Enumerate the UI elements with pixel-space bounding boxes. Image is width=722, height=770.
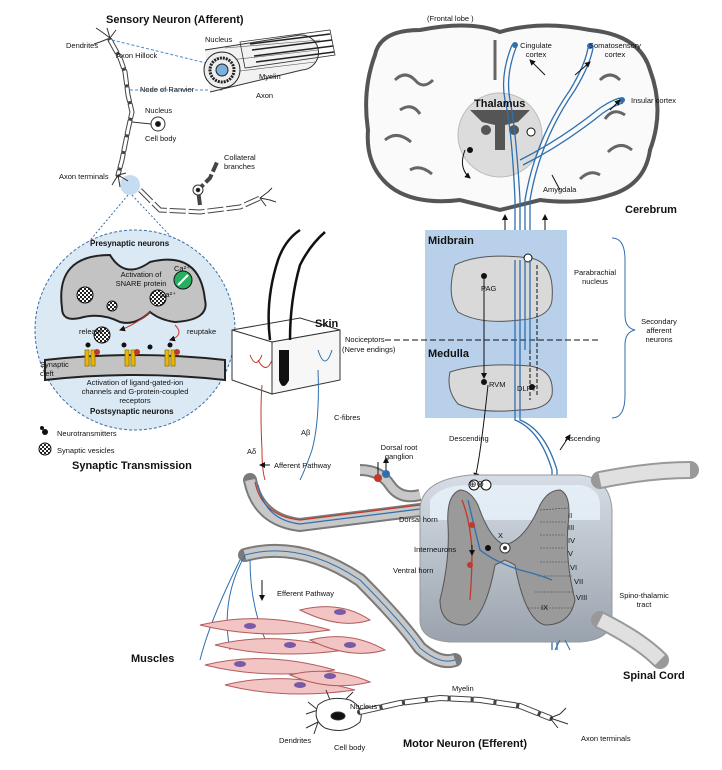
presynaptic-title: Presynaptic neurons [90,239,170,248]
motor-myelin-label: Myelin [452,684,474,693]
receptor-label-2: channels and G-protein-coupled [81,387,189,396]
brainstem-panel [385,230,636,479]
synaptic-transmission-title: Synaptic Transmission [72,460,192,472]
nucleus-zoom-label: Nucleus [205,35,233,44]
lamina-ii: II [568,511,573,520]
motor-neuron [305,689,569,735]
legend-neurotransmitters: Neurotransmitters [57,429,117,438]
lamina-iv: IV [568,536,576,545]
interneurons-label: Interneurons [414,545,457,554]
motor-axon-terminals-label: Axon terminals [581,734,631,743]
axon-terminals-label: Axon terminals [59,172,109,181]
receptor-label-1: Activation of ligand-gated-ion [86,378,184,387]
insular-label: Insular cortex [631,96,677,105]
secondary-label-1: Secondary [641,317,677,326]
rvm-label: RVM [489,380,506,389]
ascending-label: Ascending [565,434,601,443]
secondary-label-2: afferent [646,326,672,335]
c-fibres-label: C-fibres [334,413,361,422]
descending-label: Descending [449,434,489,443]
cerebrum-title: Cerebrum [625,204,677,216]
lamina-viii: VIII [576,593,588,602]
spinal-cord [419,461,699,669]
pag-label: PAG [481,284,497,293]
brain [364,23,660,260]
somatosensory-label-2: cortex [604,50,626,59]
synaptic-cleft-label-2: cleft [40,369,54,378]
myelin-zoom [203,29,336,93]
collateral-label-2: branches [224,162,255,171]
dorsal-root-ganglion [374,458,390,482]
motor-dendrites-label: Dendrites [279,736,312,745]
parabrachial-label-1: Parabrachial [573,268,617,277]
calcium-label-2: Ca²⁺ [160,290,177,299]
parabrachial-label-2: nucleus [582,277,608,286]
central-canal-x-label: X [498,531,504,540]
a-delta-label: Aδ [247,447,257,456]
nociceptors-label-2: (Nerve endings) [342,345,396,354]
collateral-label-1: Collateral [224,153,256,162]
cingulate-label-2: cortex [525,50,547,59]
lamina-vii: VII [574,577,584,586]
secondary-label-3: neurons [645,335,673,344]
release-label: release [79,327,104,336]
spinal-cord-title: Spinal Cord [623,670,685,682]
dorsal-root-label-2: ganglion [384,452,414,461]
motor-cell-body-label: Cell body [334,743,366,752]
sensory-neuron [93,27,277,215]
somatosensory-label-1: Somatosensory [588,41,642,50]
axon-hillock-label: Axon Hillock [116,51,158,60]
lamina-iii: III [568,523,575,532]
sensory-neuron-title: Sensory Neuron (Afferent) [106,14,244,26]
thalamus-title: Thalamus [474,98,526,110]
myelin-label: Myelin [259,72,281,81]
amygdala-label: Amygdala [543,185,577,194]
muscles-title: Muscles [131,653,175,665]
dlpt-label: DLPT [517,384,537,393]
cell-body-label: Cell body [145,134,177,143]
efferent-pathway-label: Efferent Pathway [277,589,334,598]
receptor-label-3: receptors [119,396,151,405]
medulla-title: Medulla [428,348,469,360]
modulation-label: ⊕⊖ [469,479,485,489]
muscle-fibers [199,606,387,695]
skin-block [231,228,341,481]
skin-title: Skin [315,318,339,330]
legend-synaptic-vesicles: Synaptic vesicles [57,446,115,455]
motor-neuron-title: Motor Neuron (Efferent) [403,738,528,750]
nociceptors-label-1: Nociceptors [345,335,385,344]
postsynaptic-title: Postsynaptic neurons [90,407,174,416]
ascending-tract [514,260,558,650]
spinothalamic-label-2: tract [636,600,652,609]
synapse-zoom [34,194,236,431]
legend-icons [38,426,52,456]
ventral-horn-label: Ventral horn [393,566,434,575]
synaptic-cleft-label-1: Synaptic [40,360,69,369]
dorsal-root-label-1: Dorsal root [380,443,418,452]
dendrites-label: Dendrites [66,41,99,50]
spinothalamic-label-1: Spino-thalamic [619,591,669,600]
dorsal-horn-label: Dorsal horn [399,515,438,524]
reuptake-label: reuptake [187,327,217,336]
nucleus-label: Nucleus [145,106,173,115]
lamina-ix: IX [541,603,549,612]
lamina-v: V [568,549,574,558]
snare-label-1: Activation of [120,270,162,279]
calcium-label-1: Ca²⁺ [174,264,191,273]
axon-label: Axon [256,91,274,100]
cingulate-label-1: Cingulate [520,41,552,50]
node-of-ranvier-label: Node of Ranvier [140,85,195,94]
snare-label-2: SNARE protein [115,279,167,288]
motor-nucleus-label: Nucleus [350,702,378,711]
ascending-arrow [559,434,571,451]
frontal-lobe-label: (Frontal lobe ) [427,14,474,23]
afferent-pathway-label: Afferent Pathway [274,461,331,470]
a-beta-label: Aβ [301,428,311,437]
midbrain-title: Midbrain [428,235,474,247]
lamina-vi: VI [570,563,578,572]
